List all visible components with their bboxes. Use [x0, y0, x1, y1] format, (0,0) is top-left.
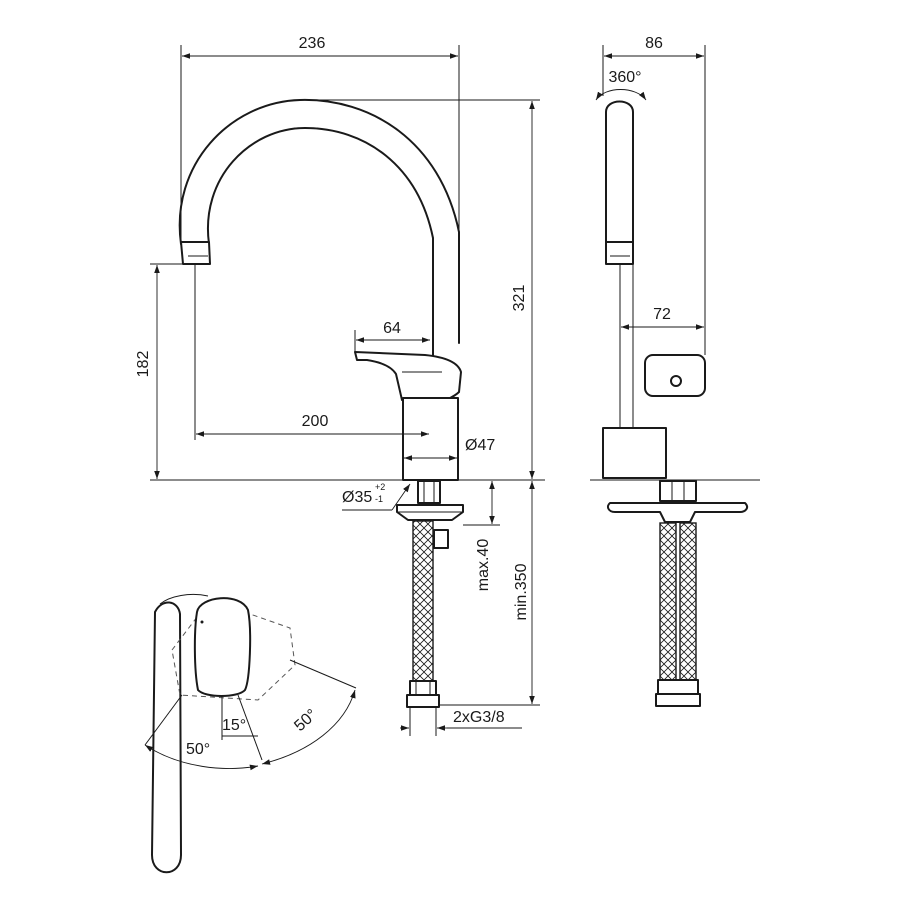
- spout-outline: [178, 98, 460, 344]
- spout-inner-outline: [206, 127, 434, 366]
- top-spout: [151, 601, 182, 874]
- body-column: [402, 397, 459, 481]
- dim-max-thickness: max.40: [475, 539, 492, 592]
- hose-nut: [409, 680, 437, 696]
- side-hose-left: [659, 522, 677, 681]
- front-dimensions: 236 321 182 200 64 Ø47 Ø35 +2 -1 max.40: [135, 35, 540, 736]
- dim-rotation: 360°: [608, 69, 641, 86]
- dim-base-diameter: Ø47: [465, 437, 495, 454]
- mounting-stud: [417, 480, 441, 504]
- dim-angle-left: 50°: [186, 741, 210, 758]
- dim-height-total: 321: [511, 285, 528, 312]
- front-view: [150, 98, 545, 708]
- top-lever: [193, 597, 252, 697]
- spout-tip: [180, 241, 211, 265]
- side-mounting-plate: [606, 502, 749, 523]
- dim-hole-tol-plus: +2: [375, 482, 385, 492]
- top-view: 15° 50° 50°: [144, 593, 357, 874]
- supply-hose: [412, 520, 434, 682]
- dim-connection: 2xG3/8: [453, 709, 505, 726]
- side-view: [590, 100, 760, 707]
- side-hose-right: [679, 522, 697, 681]
- side-spout: [605, 100, 634, 256]
- dim-width-total: 236: [299, 35, 326, 52]
- side-dimensions: 86 360° 72: [595, 35, 706, 355]
- dim-side-depth: 86: [645, 35, 663, 52]
- lever-handle: [354, 351, 462, 401]
- dim-lever-length: 64: [383, 320, 401, 337]
- dim-angle-center: 15°: [222, 717, 246, 734]
- dim-hole-diameter: Ø35: [342, 489, 372, 506]
- dim-spout-reach: 200: [302, 413, 329, 430]
- side-spout-tip: [605, 241, 634, 265]
- side-body: [602, 427, 667, 479]
- dim-hole-tol-minus: -1: [375, 494, 383, 504]
- dim-angle-right: 50°: [291, 706, 320, 735]
- dim-spout-height: 182: [135, 351, 152, 378]
- dim-min-hose: min.350: [513, 563, 530, 620]
- dim-side-body: 72: [653, 306, 671, 323]
